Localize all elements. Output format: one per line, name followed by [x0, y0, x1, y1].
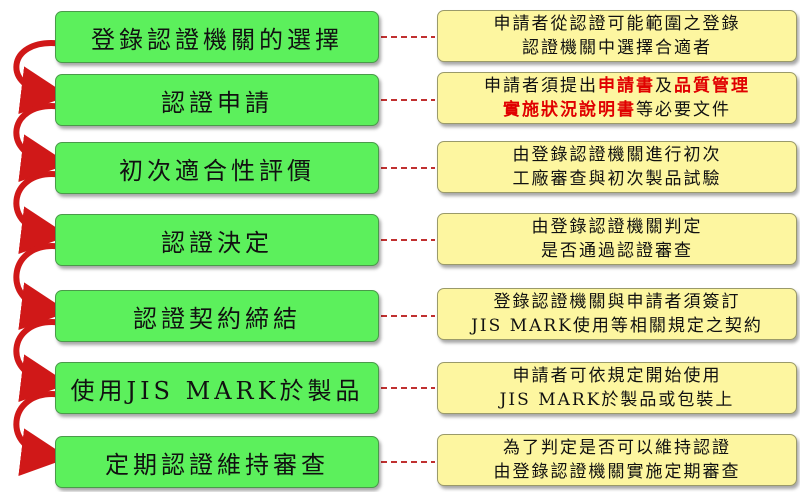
step-2-label: 認證申請: [161, 88, 273, 117]
flow-arrow-2: [13, 103, 69, 182]
note-7: 為了判定是否可以維持認證 由登錄認證機關實施定期審查: [437, 434, 797, 486]
note-3: 由登錄認證機關進行初次 工廠審查與初次製品試驗: [437, 141, 797, 193]
step-7-label: 定期認證維持審查: [105, 450, 329, 479]
step-3-label: 初次適合性評價: [119, 156, 315, 185]
note-4-line-2: 是否通過認證審查: [541, 241, 693, 261]
note-5-line-1: 登錄認證機關與申請者須簽訂: [493, 292, 741, 312]
note-6-line-1: 申請者可依規定開始使用: [512, 366, 722, 386]
step-7: 定期認證維持審查: [55, 436, 379, 488]
step-4: 認證決定: [55, 214, 379, 266]
step-4-label: 認證決定: [161, 228, 273, 257]
step-1-label: 登錄認證機關的選擇: [91, 25, 343, 54]
step-3: 初次適合性評價: [55, 142, 379, 194]
note-7-line-1: 為了判定是否可以維持認證: [503, 438, 731, 458]
note-2-text: 申請者須提出: [484, 76, 598, 96]
note-2-highlight-application: 申請書: [598, 76, 655, 96]
step-5-label: 認證契約締結: [133, 304, 301, 333]
note-7-line-2: 由登錄認證機關實施定期審查: [493, 462, 741, 482]
flow-arrow-5: [13, 319, 69, 402]
step-6-label: 使用JIS MARK於製品: [70, 376, 364, 405]
note-2-text: 及: [655, 76, 674, 96]
flow-arrow-4: [13, 243, 69, 330]
note-3-line-2: 工廠審查與初次製品試驗: [512, 169, 722, 189]
note-2-highlight-quality: 品質管理: [674, 76, 750, 96]
note-2: 申請者須提出申請書及品質管理 實施狀況說明書等必要文件: [437, 72, 797, 124]
note-3-line-1: 由登錄認證機關進行初次: [512, 145, 722, 165]
note-6: 申請者可依規定開始使用 JIS MARK於製品或包裝上: [437, 362, 797, 414]
note-1: 申請者從認證可能範圍之登錄 認證機關中選擇合適者: [437, 10, 797, 62]
note-2-line-1: 申請者須提出申請書及品質管理: [484, 74, 750, 98]
note-4-line-1: 由登錄認證機關判定: [531, 217, 703, 237]
note-2-line-2: 實施狀況說明書等必要文件: [503, 98, 731, 122]
note-2-text: 等必要文件: [636, 100, 731, 120]
flow-arrow-6: [13, 391, 69, 476]
note-4: 由登錄認證機關判定 是否通過認證審查: [437, 213, 797, 265]
step-5: 認證契約締結: [55, 290, 379, 342]
flow-arrow-3: [13, 171, 69, 254]
note-6-line-2: JIS MARK於製品或包裝上: [499, 390, 735, 410]
note-5-line-2: JIS MARK使用等相關規定之契約: [471, 316, 763, 336]
flow-arrow-1: [13, 40, 69, 114]
note-5: 登錄認證機關與申請者須簽訂 JIS MARK使用等相關規定之契約: [437, 288, 797, 340]
step-6: 使用JIS MARK於製品: [55, 362, 379, 414]
step-1: 登錄認證機關的選擇: [55, 11, 379, 63]
note-1-line-1: 申請者從認證可能範圍之登錄: [493, 14, 741, 34]
note-1-line-2: 認證機關中選擇合適者: [522, 38, 712, 58]
note-2-highlight-report: 實施狀況說明書: [503, 100, 636, 120]
step-2: 認證申請: [55, 74, 379, 126]
